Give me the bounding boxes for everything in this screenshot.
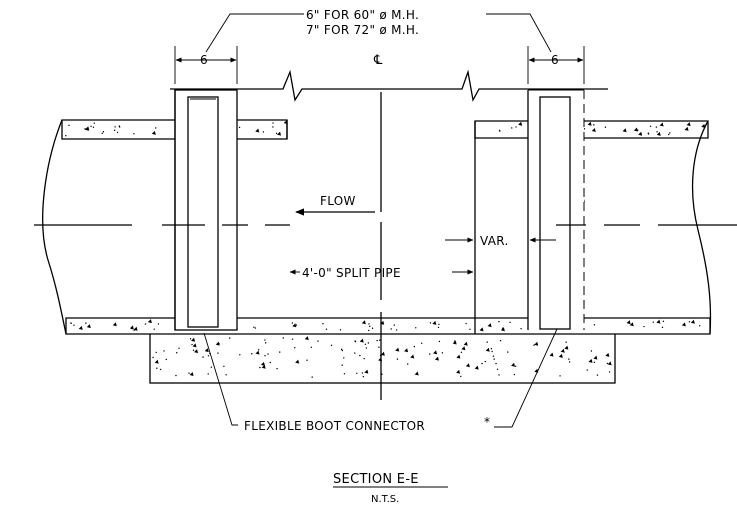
flow-label: FLOW [320,194,356,208]
wall-note-line2: 7" FOR 72" ø M.H. [306,23,419,37]
manhole-wall-left [174,89,238,331]
manhole-top-break-line [170,69,608,102]
pipe-left-end [42,119,67,335]
split-pipe-dimension: 4'-0" SPLIT PIPE [289,266,474,280]
wall-left-dimension: 6 [200,53,208,67]
var-label: VAR. [480,234,509,248]
wall-note-line1: 6" FOR 60" ø M.H. [306,8,419,22]
manhole-wall-right [527,89,585,330]
scale-note: N.T.S. [371,494,399,505]
wall-thickness-dimensions: 6 6 6" FOR 60" ø M.H. 7" FOR 72" ø M.H. [174,8,585,84]
pipe-right-end [691,120,712,335]
wall-right-dimension: 6 [551,53,559,67]
centerline-symbol: ℄ [373,53,383,68]
pipe-bottom-wall [65,317,711,335]
section-title: SECTION E-E [333,472,419,487]
boot-connector-callout: FLEXIBLE BOOT CONNECTOR * [203,328,558,433]
split-pipe [286,120,476,334]
boot-connector-asterisk: * [484,415,490,429]
pipe-top-wall-right [474,120,709,139]
flow-arrow: FLOW [295,194,375,216]
var-dimension: VAR. [445,234,556,248]
centerline: ℄ [373,53,383,400]
concrete-stipple [152,336,612,378]
boot-connector-label: FLEXIBLE BOOT CONNECTOR [244,419,425,433]
section-title-block: SECTION E-E N.T.S. [333,472,448,505]
concrete-base-slab [149,332,616,384]
split-pipe-label: 4'-0" SPLIT PIPE [302,266,401,280]
